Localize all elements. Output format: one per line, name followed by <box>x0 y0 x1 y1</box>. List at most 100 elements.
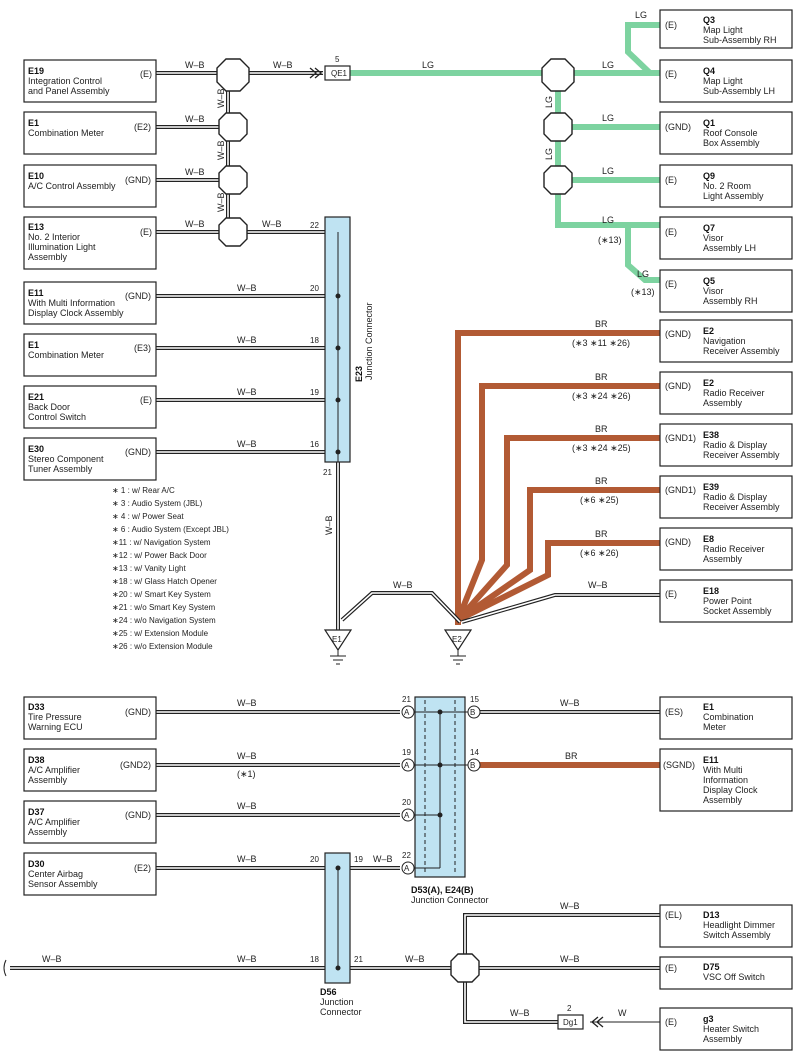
svg-text:Combination: Combination <box>703 712 754 722</box>
br-wires <box>455 330 660 768</box>
component-q9: Q9 No. 2 Room Light Assembly (E) <box>659 164 793 208</box>
svg-text:19: 19 <box>310 388 319 397</box>
svg-text:Q9: Q9 <box>703 171 715 181</box>
svg-text:Sub-Assembly LH: Sub-Assembly LH <box>703 86 775 96</box>
svg-text:(E): (E) <box>665 589 677 599</box>
svg-text:With Multi Information: With Multi Information <box>28 298 115 308</box>
svg-text:∗ 1 : w/ Rear A/C: ∗ 1 : w/ Rear A/C <box>112 486 175 495</box>
svg-text:W–B: W–B <box>393 580 413 590</box>
svg-text:BR: BR <box>565 751 578 761</box>
svg-text:W: W <box>618 1008 627 1018</box>
svg-text:Receiver Assembly: Receiver Assembly <box>703 502 780 512</box>
svg-text:Map Light: Map Light <box>703 76 743 86</box>
svg-text:LG: LG <box>544 148 554 160</box>
component-d30: D30 Center Airbag Sensor Assembly (E2) <box>23 852 157 896</box>
svg-text:Radio & Display: Radio & Display <box>703 440 768 450</box>
svg-text:W–B: W–B <box>237 387 257 397</box>
svg-text:D37: D37 <box>28 807 45 817</box>
svg-text:Meter: Meter <box>703 722 726 732</box>
splice-points <box>216 58 575 983</box>
svg-text:Switch Assembly: Switch Assembly <box>703 930 771 940</box>
svg-text:(SGND): (SGND) <box>663 760 695 770</box>
svg-text:20: 20 <box>310 855 319 864</box>
svg-text:BR: BR <box>595 319 608 329</box>
svg-text:Assembly: Assembly <box>703 554 743 564</box>
svg-text:Junction Connector: Junction Connector <box>411 895 489 905</box>
wire-labels: W–B W–B W–B W–B W–B W–B W–B W–B W–B W–B … <box>42 10 655 1018</box>
svg-text:LG: LG <box>602 60 614 70</box>
svg-text:B: B <box>470 761 475 770</box>
svg-text:Radio Receiver: Radio Receiver <box>703 388 765 398</box>
svg-text:E1: E1 <box>703 702 714 712</box>
svg-text:(∗6 ∗26): (∗6 ∗26) <box>580 548 619 558</box>
svg-text:W–B: W–B <box>560 698 580 708</box>
component-e2-navigation: E2 Navigation Receiver Assembly (GND) <box>659 319 793 363</box>
component-e38: E38 Radio & Display Receiver Assembly (G… <box>659 423 793 467</box>
svg-text:∗ 3 : Audio System (JBL): ∗ 3 : Audio System (JBL) <box>112 499 203 508</box>
svg-text:(E): (E) <box>665 227 677 237</box>
svg-text:(GND): (GND) <box>125 447 151 457</box>
svg-text:(E): (E) <box>140 69 152 79</box>
component-q1: Q1 Roof Console Box Assembly (GND) <box>659 111 793 155</box>
svg-text:Power Point: Power Point <box>703 596 752 606</box>
svg-text:(GND): (GND) <box>125 175 151 185</box>
svg-text:BR: BR <box>595 372 608 382</box>
svg-text:∗20 : w/ Smart Key System: ∗20 : w/ Smart Key System <box>112 590 211 599</box>
svg-text:(E3): (E3) <box>134 343 151 353</box>
svg-text:E2: E2 <box>703 326 714 336</box>
svg-text:5: 5 <box>335 55 340 64</box>
svg-text:∗24 : w/o Navigation System: ∗24 : w/o Navigation System <box>112 616 216 625</box>
svg-text:W–B: W–B <box>185 219 205 229</box>
svg-text:E18: E18 <box>703 586 719 596</box>
svg-text:W–B: W–B <box>560 954 580 964</box>
svg-text:∗13 : w/ Vanity Light: ∗13 : w/ Vanity Light <box>112 564 186 573</box>
component-e10: E10 A/C Control Assembly (GND) <box>23 164 157 208</box>
svg-text:Assembly: Assembly <box>28 775 68 785</box>
svg-text:Stereo Component: Stereo Component <box>28 454 104 464</box>
svg-text:E21: E21 <box>28 392 44 402</box>
svg-text:(E): (E) <box>665 175 677 185</box>
svg-text:(∗3 ∗24 ∗25): (∗3 ∗24 ∗25) <box>572 443 631 453</box>
svg-text:Center Airbag: Center Airbag <box>28 869 83 879</box>
svg-text:(E2): (E2) <box>134 122 151 132</box>
svg-text:W–B: W–B <box>237 283 257 293</box>
svg-text:E1: E1 <box>28 340 39 350</box>
svg-text:Q5: Q5 <box>703 276 715 286</box>
svg-text:(GND2): (GND2) <box>120 760 151 770</box>
svg-text:With Multi: With Multi <box>703 765 743 775</box>
svg-text:∗ 6 : Audio System (Except JBL: ∗ 6 : Audio System (Except JBL) <box>112 525 229 534</box>
svg-text:22: 22 <box>310 221 319 230</box>
svg-text:BR: BR <box>595 476 608 486</box>
svg-text:W–B: W–B <box>237 439 257 449</box>
svg-text:Assembly: Assembly <box>703 795 743 805</box>
svg-text:Visor: Visor <box>703 233 723 243</box>
svg-text:W–B: W–B <box>185 60 205 70</box>
svg-text:A: A <box>404 761 410 770</box>
component-e11: E11 With Multi Information Display Clock… <box>23 281 157 325</box>
component-d75: D75 VSC Off Switch (E) <box>659 956 793 990</box>
component-e11-clock: E11 With Multi Information Display Clock… <box>659 748 793 812</box>
svg-text:W–B: W–B <box>510 1008 530 1018</box>
svg-text:E13: E13 <box>28 222 44 232</box>
svg-text:Q7: Q7 <box>703 223 715 233</box>
svg-text:E11: E11 <box>28 288 44 298</box>
component-q3: Q3 Map Light Sub-Assembly RH (E) <box>659 9 793 49</box>
svg-text:Assembly: Assembly <box>703 1034 743 1044</box>
svg-text:(EL): (EL) <box>665 910 682 920</box>
component-q4: Q4 Map Light Sub-Assembly LH (E) <box>659 59 793 103</box>
svg-text:Integration Control: Integration Control <box>28 76 102 86</box>
svg-text:(E): (E) <box>140 227 152 237</box>
svg-text:Information: Information <box>703 775 748 785</box>
component-g3: g3 Heater Switch Assembly (E) <box>659 1007 793 1051</box>
svg-text:(∗13): (∗13) <box>598 235 622 245</box>
svg-text:(GND): (GND) <box>125 291 151 301</box>
junction-labels: E23 Junction Connector D53(A), E24(B) Ju… <box>320 302 489 1017</box>
svg-text:Receiver Assembly: Receiver Assembly <box>703 346 780 356</box>
component-e8: E8 Radio Receiver Assembly (GND) <box>659 527 793 571</box>
svg-text:D30: D30 <box>28 859 45 869</box>
legend: ∗ 1 : w/ Rear A/C ∗ 3 : Audio System (JB… <box>112 486 229 651</box>
svg-text:(GND): (GND) <box>125 707 151 717</box>
svg-text:W–B: W–B <box>237 698 257 708</box>
svg-text:18: 18 <box>310 336 319 345</box>
svg-text:W–B: W–B <box>42 954 62 964</box>
